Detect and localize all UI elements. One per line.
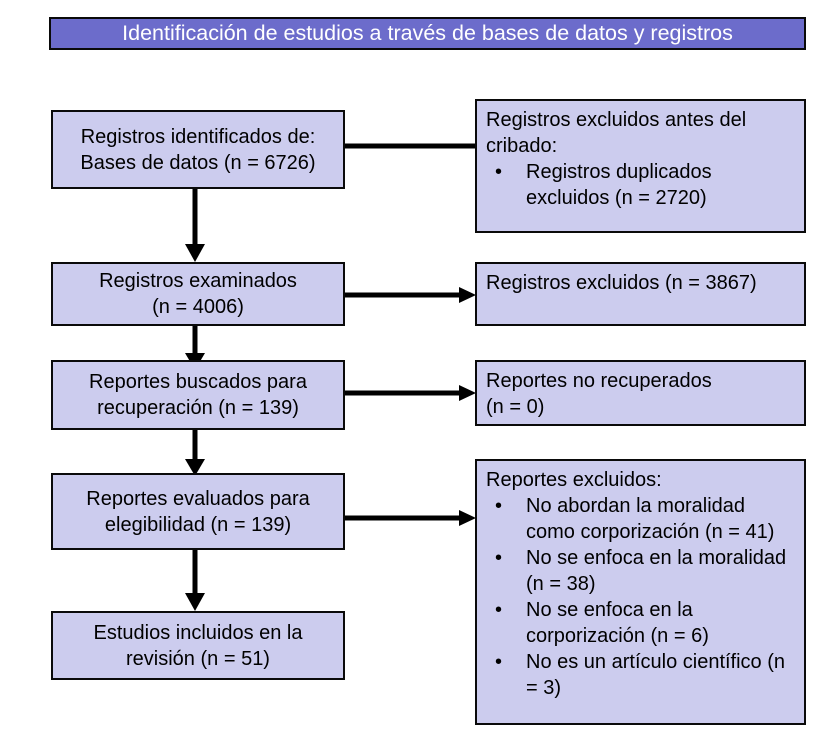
- arrow-sought-to-assessed: [181, 429, 209, 477]
- box-reports-assessed: Reportes evaluados para elegibilidad (n …: [51, 473, 345, 550]
- box-line: revisión (n = 51): [126, 647, 270, 670]
- arrow-assessed-to-reports-excluded: [343, 509, 477, 527]
- box-records-excluded: Registros excluidos (n = 3867): [475, 262, 806, 326]
- bullet-item: No es un artículo científico (n = 3): [486, 649, 796, 701]
- box-line: Registros excluidos (n = 3867): [486, 272, 757, 294]
- box-line: Estudios incluidos en la: [93, 621, 303, 644]
- bullet-item: No se enfoca en la moralidad (n = 38): [486, 545, 796, 597]
- box-records-identified: Registros identificados de: Bases de dat…: [51, 110, 345, 189]
- box-studies-included: Estudios incluidos en la revisión (n = 5…: [51, 611, 345, 680]
- box-line: Reportes buscados para: [89, 371, 307, 393]
- identification-banner: Identificación de estudios a través de b…: [49, 17, 806, 50]
- box-reports-sought: Reportes buscados para recuperación (n =…: [51, 360, 345, 430]
- bullet-list: Registros duplicados excluidos (n = 2720…: [486, 159, 796, 211]
- box-records-removed-before-screening: Registros excluidos antes del cribado: R…: [475, 99, 806, 233]
- arrow-screened-to-excluded: [343, 286, 477, 304]
- box-line: Registros excluidos antes del: [486, 109, 747, 131]
- box-line: (n = 0): [486, 396, 545, 418]
- box-records-screened: Registros examinados (n = 4006): [51, 262, 345, 326]
- box-line: recuperación (n = 139): [97, 397, 299, 419]
- box-reports-excluded: Reportes excluidos: No abordan la morali…: [475, 459, 806, 725]
- bullet-list: No abordan la moralidad como corporizaci…: [486, 493, 796, 701]
- box-line: Registros identificados de:: [80, 125, 316, 148]
- box-line: elegibilidad (n = 139): [104, 513, 292, 536]
- box-line: cribado:: [486, 135, 558, 157]
- box-line: Bases de datos (n = 6726): [80, 151, 316, 174]
- box-reports-not-retrieved: Reportes no recuperados (n = 0): [475, 360, 806, 426]
- bullet-item: Registros duplicados excluidos (n = 2720…: [486, 159, 796, 211]
- box-line: Reportes evaluados para: [86, 487, 310, 510]
- connector-identified-to-removed: [343, 140, 477, 152]
- arrow-identified-to-screened: [181, 188, 209, 263]
- arrow-assessed-to-included: [181, 550, 209, 612]
- box-line: Reportes no recuperados: [486, 370, 712, 392]
- bullet-item: No se enfoca en la corporización (n = 6): [486, 597, 796, 649]
- bullet-item: No abordan la moralidad como corporizaci…: [486, 493, 796, 545]
- box-line: Reportes excluidos:: [486, 469, 662, 491]
- box-line: (n = 4006): [152, 296, 244, 318]
- box-line: Registros examinados: [99, 270, 297, 292]
- arrow-sought-to-not-retrieved: [343, 384, 477, 402]
